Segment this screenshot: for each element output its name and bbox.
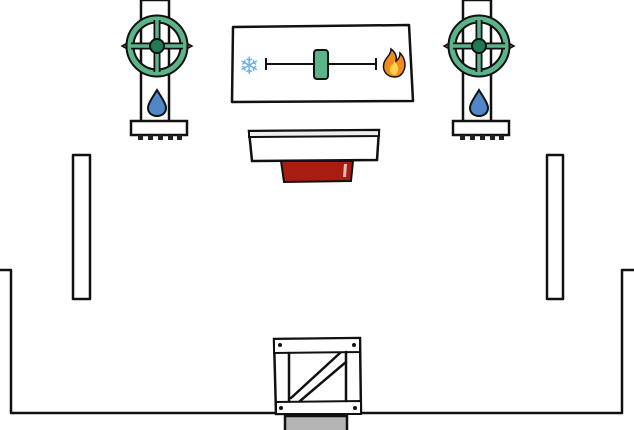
temperature-slider-knob[interactable] (313, 49, 329, 80)
pressure-button[interactable] (247, 128, 381, 184)
water-drop-icon (468, 88, 490, 118)
red-push-button[interactable] (279, 160, 355, 184)
left-water-pipe (120, 0, 194, 140)
valve-wheel-icon (442, 14, 516, 78)
drain-grate (283, 414, 349, 430)
valve-wheel-icon (120, 14, 194, 78)
right-pillar (545, 153, 565, 301)
tank-outline (0, 268, 634, 415)
left-valve-wheel[interactable] (120, 14, 194, 78)
left-pillar (71, 153, 92, 301)
right-valve-wheel[interactable] (442, 14, 516, 78)
right-water-pipe (442, 0, 516, 140)
snowflake-icon: ❄ (239, 52, 259, 80)
temperature-panel: ❄ (230, 23, 415, 104)
wooden-crate[interactable] (272, 336, 363, 416)
flame-icon (382, 47, 406, 78)
left-pipe-nozzle (129, 119, 189, 140)
water-drop-icon (146, 88, 168, 118)
right-pipe-nozzle (451, 119, 511, 140)
